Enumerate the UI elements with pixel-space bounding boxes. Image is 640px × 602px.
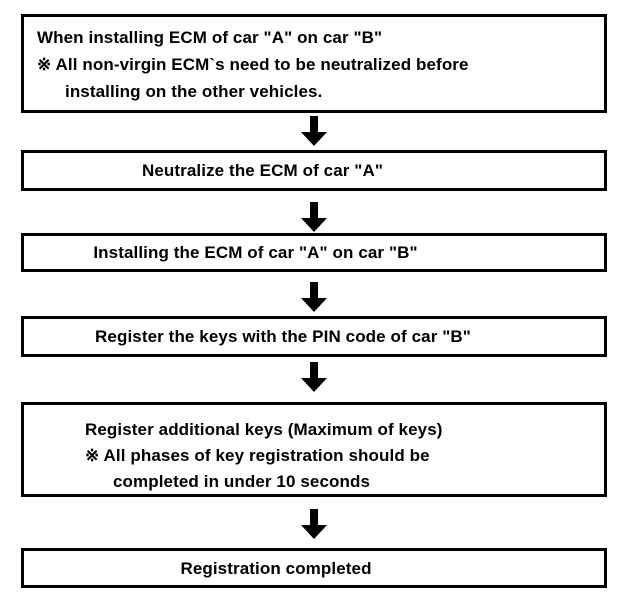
step-note-line: ※ All non-virgin ECM`s need to be neutra… <box>37 55 469 74</box>
down-arrow-icon <box>300 509 328 539</box>
flow-step-registration-completed: Registration completed <box>21 548 607 588</box>
flow-step-neutralize-ecm: Neutralize the ECM of car "A" <box>21 150 607 191</box>
down-arrow-icon <box>300 116 328 146</box>
step-text-line: Register additional keys (Maximum of key… <box>85 420 443 439</box>
down-arrow-icon <box>300 282 328 312</box>
step-text-line: Registration completed <box>180 558 372 578</box>
step-note-line: ※ All phases of key registration should … <box>85 446 430 465</box>
step-note-continuation-line: completed in under 10 seconds <box>113 472 371 491</box>
step-text-line: Installing the ECM of car "A" on car "B" <box>93 243 418 262</box>
step-text-line: Neutralize the ECM of car "A" <box>141 161 383 180</box>
flow-step-install-ecm: Installing the ECM of car "A" on car "B" <box>21 233 607 272</box>
step-text-line: When installing ECM of car "A" on car "B… <box>37 28 383 47</box>
step-text-line: Register the keys with the PIN code of c… <box>95 327 471 346</box>
flow-step-register-additional-keys: Register additional keys (Maximum of key… <box>21 402 607 497</box>
flow-step-precondition-note: When installing ECM of car "A" on car "B… <box>21 14 607 113</box>
step-note-continuation-line: installing on the other vehicles. <box>65 82 323 101</box>
down-arrow-icon <box>300 362 328 392</box>
down-arrow-icon <box>300 202 328 232</box>
flow-step-register-keys-pin: Register the keys with the PIN code of c… <box>21 316 607 357</box>
